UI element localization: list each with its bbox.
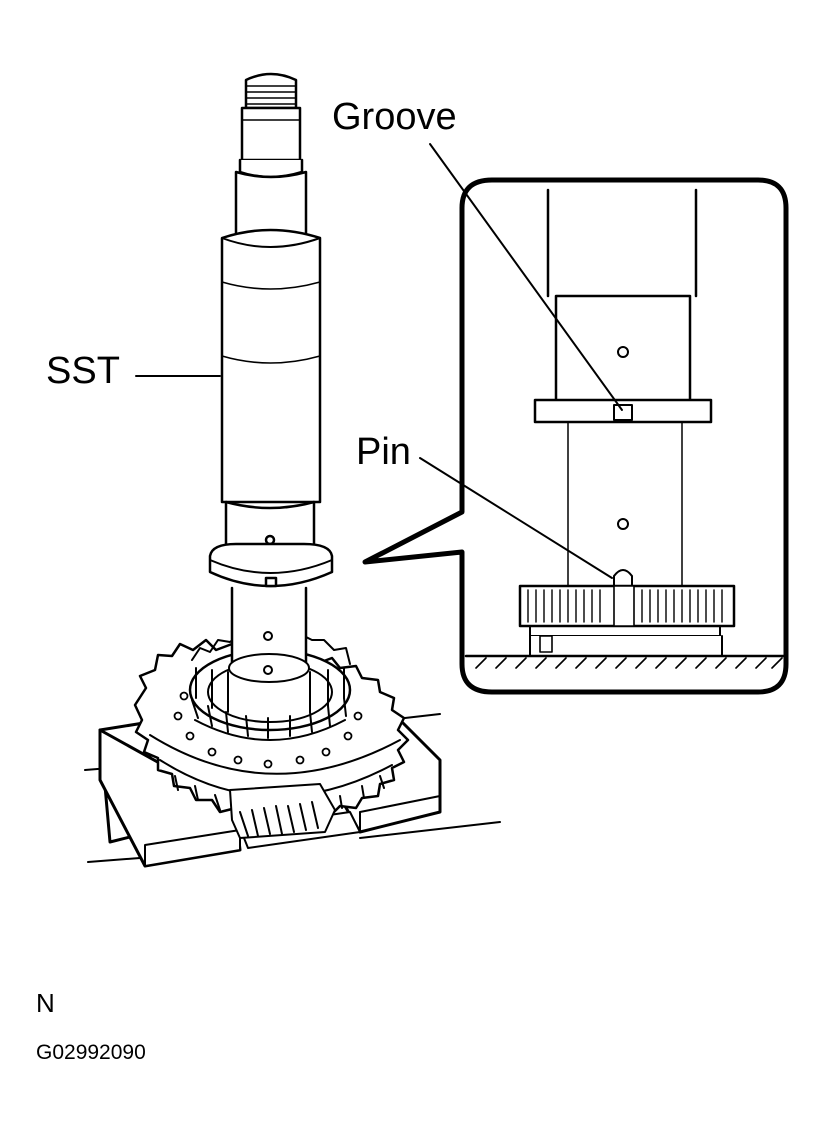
- sst-label: SST: [46, 350, 120, 392]
- leader-lines: [135, 143, 623, 579]
- pin-leader-line: [419, 457, 613, 579]
- footer-code: N: [36, 988, 55, 1018]
- groove-label: Groove: [332, 96, 457, 138]
- shaft-lower: [228, 586, 310, 683]
- sst-tool: [208, 72, 334, 588]
- figure-id: G02992090: [36, 1041, 146, 1064]
- callout-bubble: [362, 177, 789, 695]
- groove-leader-line: [429, 143, 623, 411]
- pin-label: Pin: [356, 431, 411, 473]
